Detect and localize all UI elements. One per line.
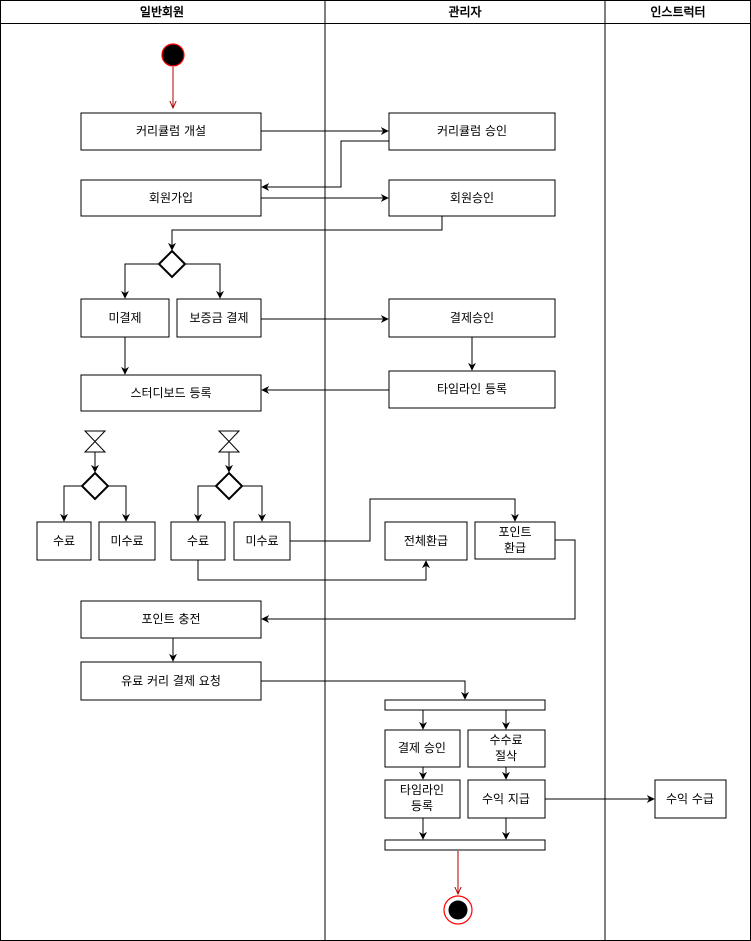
box-complete-2[interactable]: [170, 521, 226, 561]
decision-nodes: [80, 249, 244, 501]
edge: [197, 560, 430, 581]
start-node: [161, 43, 185, 67]
activity-boxes: [36, 112, 727, 819]
label-payment-approve: 결제승인: [450, 311, 494, 325]
box-paid-curry-request[interactable]: [80, 661, 262, 701]
label-complete-1: 수료: [53, 534, 75, 548]
labels: 커리큘럼 개설 커리큘럼 승인 회원가입 회원승인 미결제 보증금 결제 결제승…: [53, 124, 714, 813]
decision-diamond-complete-1: [80, 471, 110, 501]
lane-header-admin: 관리자: [448, 4, 481, 19]
box-revenue-receive[interactable]: [654, 779, 727, 819]
box-member-approve[interactable]: [388, 179, 556, 217]
time-event-icons: [83, 430, 241, 453]
box-complete-1[interactable]: [36, 521, 92, 561]
label-point-charge: 포인트 충전: [141, 612, 200, 626]
label-member-approve: 회원승인: [450, 191, 494, 205]
box-incomplete-2[interactable]: [233, 521, 291, 561]
box-payment-approve-2[interactable]: [384, 729, 461, 768]
label-timeline-register-2-line2: 등록: [411, 799, 433, 813]
end-node: [448, 900, 468, 920]
edge: [185, 263, 224, 299]
connectors: [60, 127, 655, 840]
edge: [290, 498, 519, 542]
label-revenue-pay: 수익 지급: [482, 792, 530, 806]
join-bar: [384, 839, 546, 851]
label-studyboard-register: 스터디보드 등록: [130, 386, 211, 400]
label-point-refund-line2: 환급: [504, 541, 526, 555]
lane-header-instructor: 인스트럭터: [650, 4, 705, 19]
edge: [261, 680, 469, 700]
edge: [242, 485, 266, 522]
box-curriculum-open[interactable]: [80, 112, 262, 151]
box-timeline-register[interactable]: [388, 370, 556, 409]
box-point-refund[interactable]: [474, 521, 556, 560]
label-paid-curry-request: 유료 커리 결제 요청: [121, 674, 221, 688]
label-complete-2: 수료: [187, 534, 209, 548]
decision-diamond-payment: [157, 249, 187, 279]
label-timeline-register-2-line1: 타임라인: [400, 783, 444, 797]
edge: [168, 216, 443, 251]
label-incomplete-1: 미수료: [110, 534, 143, 548]
label-signup: 회원가입: [149, 191, 193, 205]
label-deposit-pay: 보증금 결제: [189, 311, 248, 325]
fork-bar: [384, 699, 546, 711]
label-curriculum-approve: 커리큘럼 승인: [437, 124, 507, 138]
label-unpaid: 미결제: [108, 311, 141, 325]
label-payment-approve-2: 결제 승인: [398, 741, 446, 755]
label-fee-deduct-line1: 수수료: [489, 733, 522, 747]
edge: [108, 485, 130, 522]
label-full-refund: 전체환급: [404, 534, 448, 548]
box-deposit-pay[interactable]: [176, 298, 262, 338]
edge: [60, 485, 82, 522]
edge: [261, 539, 576, 623]
box-curriculum-approve[interactable]: [388, 112, 556, 151]
label-curriculum-open: 커리큘럼 개설: [136, 124, 206, 138]
label-revenue-receive: 수익 수급: [666, 792, 714, 806]
edge: [121, 263, 159, 299]
label-incomplete-2: 미수료: [245, 534, 278, 548]
lane-header-member: 일반회원: [140, 4, 184, 19]
label-timeline-register: 타임라인 등록: [437, 382, 507, 396]
hourglass-icon: [83, 430, 107, 453]
box-point-charge[interactable]: [80, 600, 262, 639]
box-incomplete-1[interactable]: [98, 521, 156, 561]
label-fee-deduct-line2: 절삭: [495, 749, 517, 763]
hourglass-icon: [217, 430, 241, 453]
decision-diamond-complete-2: [214, 471, 244, 501]
edge: [194, 485, 216, 522]
box-studyboard-register[interactable]: [80, 374, 262, 412]
box-full-refund[interactable]: [384, 521, 468, 561]
box-unpaid[interactable]: [80, 298, 170, 338]
edge: [261, 140, 389, 191]
box-payment-approve[interactable]: [388, 298, 556, 338]
label-point-refund-line1: 포인트: [498, 525, 531, 539]
